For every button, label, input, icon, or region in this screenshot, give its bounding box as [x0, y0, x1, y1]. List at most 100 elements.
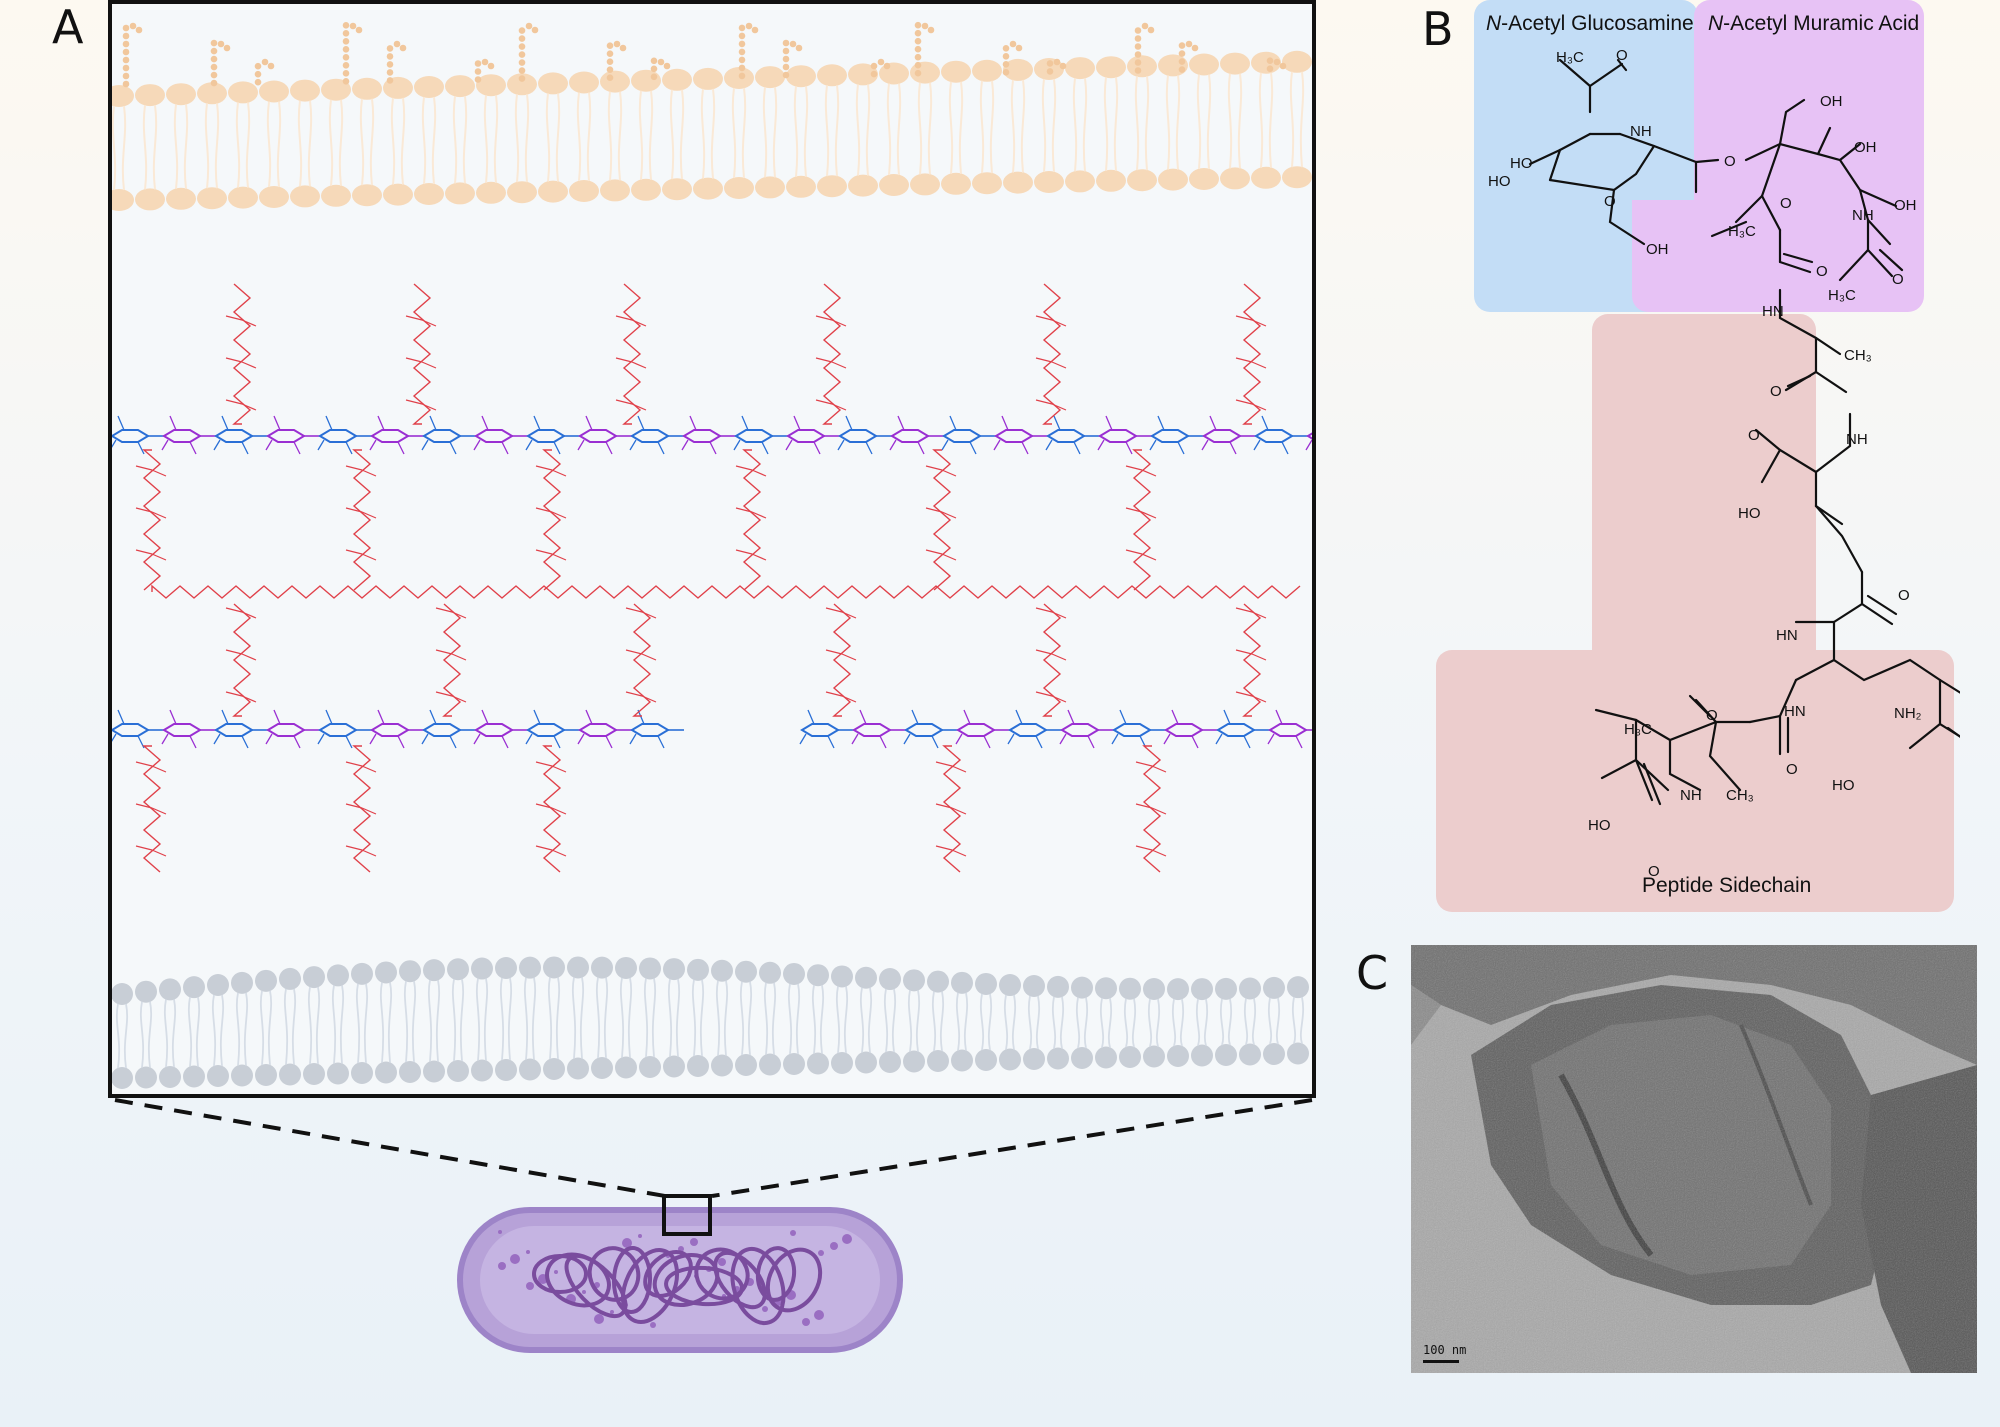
- peptide-branch: [435, 691, 467, 703]
- lps-sugar: [122, 32, 130, 40]
- lipid-head: [567, 956, 589, 979]
- peptide-branch: [1235, 399, 1267, 411]
- lipid-head: [112, 983, 133, 1005]
- nucleoid-loop: [643, 1250, 693, 1298]
- lps-sugar: [525, 22, 533, 30]
- lipid-head: [1071, 1047, 1093, 1069]
- lipid-tail: [115, 1003, 121, 1069]
- lps-sugar: [782, 39, 790, 47]
- lipid-tail: [824, 85, 830, 177]
- peptide-chain: [832, 603, 852, 717]
- cytoplasm-particle: [622, 1238, 632, 1248]
- lipid-tail: [531, 977, 537, 1060]
- glycan-ring: [318, 429, 358, 443]
- lipid-tail: [142, 104, 148, 190]
- lipid-tail: [507, 977, 513, 1061]
- lipid-head: [507, 181, 537, 204]
- lipid-head: [615, 1056, 637, 1079]
- lipid-head: [1167, 978, 1189, 1001]
- peptide-crosslink: [151, 584, 1301, 599]
- tem-micrograph: 100 nm: [1411, 945, 1977, 1373]
- glycan-substituent: [955, 709, 991, 749]
- lps-sugar: [122, 56, 130, 64]
- peptide-chain: [1242, 603, 1262, 717]
- peptide-region-lower: [1436, 650, 1954, 912]
- lipid-tail: [243, 992, 249, 1066]
- peptide-branch: [535, 549, 567, 561]
- lipid-head: [1282, 166, 1312, 189]
- lipid-tail: [1237, 73, 1243, 169]
- cytoplasm-particle: [566, 1294, 576, 1304]
- svg-text:NH: NH: [1680, 787, 1702, 804]
- lipid-tail: [948, 81, 954, 174]
- lipid-head: [1003, 171, 1033, 194]
- lipid-head: [197, 187, 227, 210]
- lps-sugar: [122, 48, 130, 56]
- lipid-tail: [576, 92, 582, 182]
- lipid-head: [975, 972, 997, 995]
- panel-label-b: B: [1422, 2, 1454, 56]
- lipid-head: [1191, 1044, 1213, 1067]
- lipid-tail: [891, 988, 897, 1053]
- cytoplasm-particle: [610, 1310, 614, 1314]
- glycan-ring: [112, 723, 150, 737]
- glycan-substituent: [421, 709, 457, 749]
- svg-text:O: O: [1786, 761, 1798, 778]
- lipid-head: [687, 1055, 709, 1077]
- zoom-line-right: [711, 1098, 1313, 1198]
- lipid-head: [591, 1057, 613, 1079]
- lipid-head: [352, 184, 382, 207]
- lipid-tail: [1103, 77, 1109, 171]
- peptide-branch: [535, 465, 567, 477]
- lipid-head: [759, 961, 781, 984]
- peptide-chain: [632, 603, 652, 717]
- lps-sugar: [518, 67, 526, 74]
- lipid-tail: [1291, 997, 1297, 1044]
- lipid-head: [831, 1052, 853, 1074]
- lipid-head: [375, 961, 397, 984]
- lipid-head: [476, 74, 506, 97]
- cell-envelope-drawing: [112, 21, 1312, 1089]
- peptide-branch: [1135, 761, 1167, 773]
- glycan-ring: [266, 429, 306, 443]
- lipid-head: [159, 978, 181, 1001]
- lipid-tail: [691, 979, 697, 1057]
- lipid-head: [447, 1060, 469, 1082]
- lipid-tail: [339, 985, 345, 1064]
- peptide-branch: [625, 649, 657, 661]
- glycan-substituent: [1267, 709, 1303, 749]
- glycan-substituent: [577, 709, 613, 749]
- lps-sugar: [518, 75, 526, 82]
- lipid-head: [1263, 976, 1285, 999]
- peptide-branch: [1035, 691, 1067, 703]
- glycan-substituent: [213, 415, 249, 455]
- lipid-head: [972, 59, 1002, 82]
- svg-text:H₃C: H₃C: [1624, 721, 1652, 738]
- lps-sugar: [650, 73, 658, 81]
- lipid-head: [399, 960, 421, 983]
- glycan-ring: [318, 723, 358, 737]
- lps-sugar: [342, 62, 350, 69]
- lipid-head: [327, 964, 349, 987]
- lipid-head: [207, 1065, 229, 1087]
- lps-sugar: [210, 63, 218, 71]
- svg-text:O: O: [1604, 193, 1616, 210]
- peptide-branch: [625, 691, 657, 703]
- lps-sugar: [1009, 40, 1017, 48]
- lipid-tail: [259, 990, 265, 1066]
- lipid-tail: [715, 980, 721, 1056]
- svg-text:NH: NH: [1846, 431, 1868, 448]
- lps-sugar: [1002, 45, 1010, 52]
- glycan-substituent: [577, 415, 613, 455]
- zoom-box: [662, 1194, 712, 1236]
- lipid-head: [495, 1059, 517, 1081]
- peptide-chain: [1042, 603, 1062, 717]
- peptide-chain: [742, 449, 762, 591]
- svg-text:HN: HN: [1762, 303, 1784, 320]
- glycan-substituent: [629, 415, 665, 455]
- lipid-tail: [1011, 994, 1017, 1050]
- lipid-head: [231, 1064, 253, 1087]
- lipid-tail: [963, 992, 969, 1051]
- peptide-branch: [345, 761, 377, 773]
